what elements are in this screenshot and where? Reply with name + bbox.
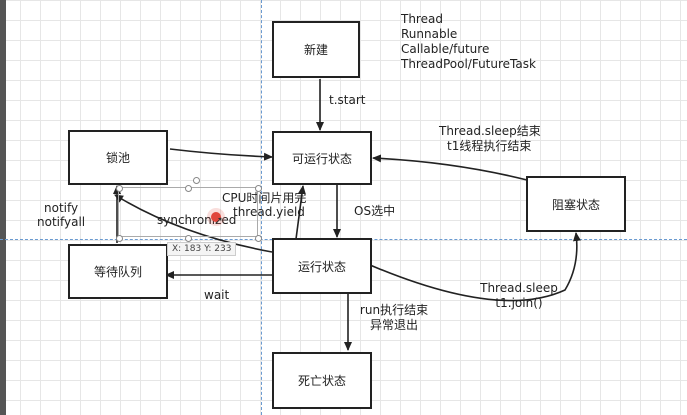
label-thread-yield: thread.yield (233, 205, 305, 219)
label-t1-end: t1线程执行结束 (447, 139, 532, 153)
label-sleep-end: Thread.sleep结束 (439, 124, 541, 138)
state-new[interactable]: 新建 (272, 21, 360, 78)
selection-handle-top[interactable] (185, 185, 192, 192)
label-os-select: OS选中 (354, 204, 396, 218)
state-runnable[interactable]: 可运行状态 (272, 131, 372, 185)
selection-handle-bottom[interactable] (185, 235, 192, 242)
label-t1-join: t1.join() (495, 296, 543, 310)
label-run-end: run执行结束 (359, 303, 429, 317)
vertical-guide-line (261, 0, 262, 415)
state-running-label: 运行状态 (297, 259, 346, 274)
selection-box[interactable] (118, 187, 258, 237)
cursor-dot (211, 212, 221, 222)
label-notify: notify (44, 201, 79, 215)
label-cpu-slice: CPU时间片用完 (222, 191, 307, 205)
cursor-coordinates-tooltip: X: 183 Y: 233 (167, 242, 237, 256)
state-lock-pool[interactable]: 锁池 (68, 130, 168, 185)
edge-running-to-runnable (295, 185, 306, 240)
creation-method-runnable: Runnable (401, 27, 458, 41)
state-wait-queue[interactable]: 等待队列 (68, 244, 168, 299)
state-running[interactable]: 运行状态 (272, 238, 372, 294)
state-dead-label: 死亡状态 (297, 374, 346, 388)
edge-lockpool-to-runnable (169, 148, 273, 161)
label-wait: wait (204, 288, 230, 302)
label-thread-sleep: Thread.sleep (480, 281, 558, 295)
left-edge-bar (0, 0, 6, 415)
creation-method-callable: Callable/future (401, 42, 490, 56)
state-dead[interactable]: 死亡状态 (272, 352, 372, 409)
label-notifyall: notifyall (37, 215, 86, 229)
selection-handle-bottom-left[interactable] (116, 235, 123, 242)
state-wait-queue-label: 等待队列 (93, 265, 142, 279)
selection-handle-top-left[interactable] (116, 185, 123, 192)
rotate-handle[interactable] (193, 177, 200, 184)
state-runnable-label: 可运行状态 (291, 151, 352, 166)
state-blocked-label: 阻塞状态 (551, 197, 600, 212)
creation-method-threadpool: ThreadPool/FutureTask (401, 57, 536, 71)
state-blocked[interactable]: 阻塞状态 (526, 176, 626, 232)
selection-handle-top-right[interactable] (255, 185, 262, 192)
state-new-label: 新建 (303, 43, 328, 57)
state-lock-pool-label: 锁池 (105, 151, 130, 165)
label-t-start: t.start (329, 93, 366, 107)
edge-running-to-blocked (369, 232, 581, 302)
selection-handle-bottom-right[interactable] (255, 235, 262, 242)
creation-method-thread: Thread (401, 12, 443, 26)
cursor-pointer-icon: ➚ (214, 214, 224, 227)
edge-running-to-lockpool (114, 194, 273, 253)
edge-blocked-to-runnable (372, 154, 528, 181)
label-exception-exit: 异常退出 (369, 318, 418, 332)
